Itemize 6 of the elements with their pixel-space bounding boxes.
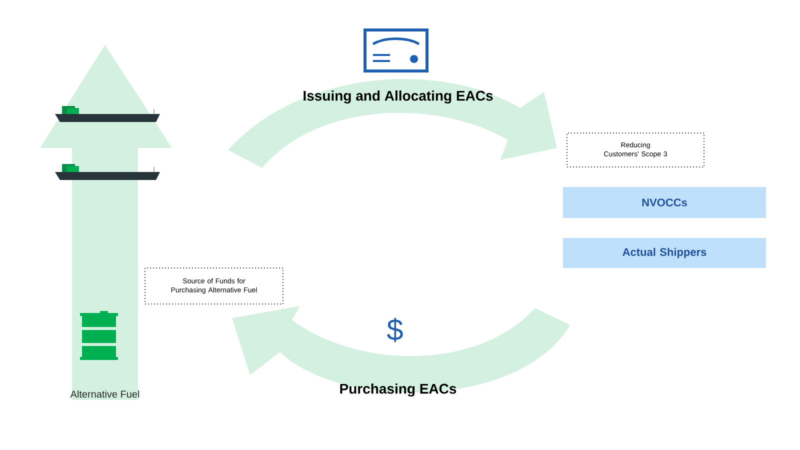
label-band: Actual Shippers [563, 238, 766, 268]
label-band: NVOCCs [563, 187, 766, 218]
heading: Issuing and Allocating EACs [304, 90, 493, 104]
dollar-sign: $ [387, 318, 403, 342]
caption: Alternative Fuel [70, 390, 140, 398]
heading: Purchasing EACs [340, 383, 456, 397]
